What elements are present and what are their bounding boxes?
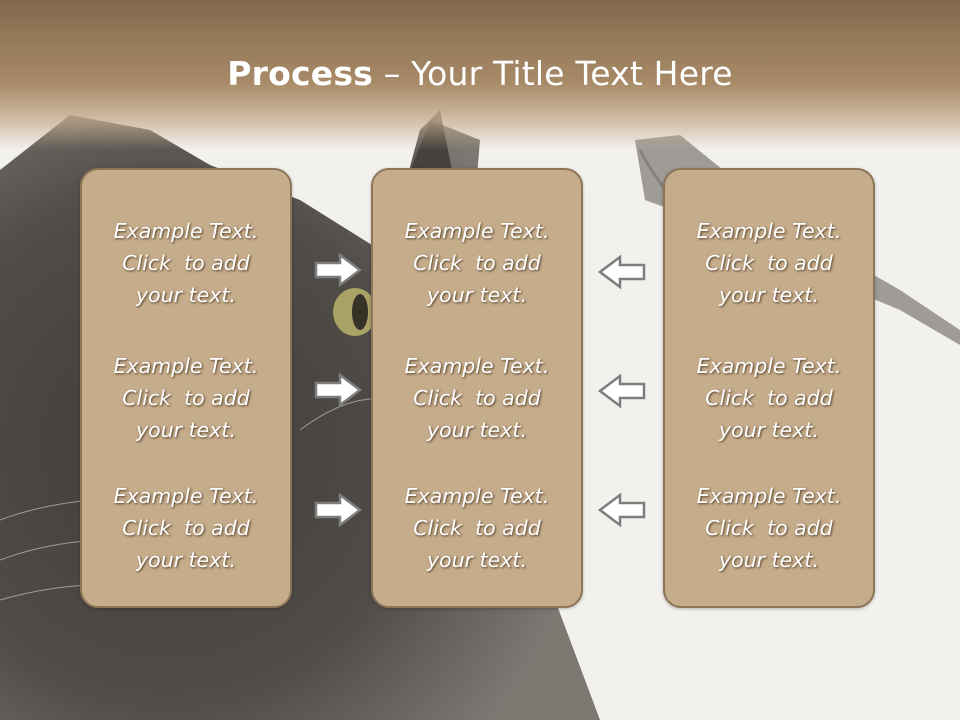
header-band — [0, 0, 960, 150]
right-arrow-icon[interactable] — [314, 493, 362, 527]
text-placeholder[interactable]: Example Text. Click to add your text. — [404, 219, 550, 307]
left-arrow-icon[interactable] — [598, 493, 646, 527]
text-placeholder[interactable]: Example Text. Click to add your text. — [696, 484, 842, 572]
text-placeholder[interactable]: Example Text. Click to add your text. — [696, 354, 842, 442]
right-arrow-icon[interactable] — [314, 253, 362, 287]
slide-title[interactable]: Process – Your Title Text Here — [0, 54, 960, 93]
title-rest: – Your Title Text Here — [373, 54, 733, 93]
text-placeholder[interactable]: Example Text. Click to add your text. — [404, 484, 550, 572]
process-panel-right[interactable]: Example Text. Click to add your text. Ex… — [663, 168, 875, 608]
title-bold: Process — [227, 54, 374, 93]
text-placeholder[interactable]: Example Text. Click to add your text. — [696, 219, 842, 307]
process-panel-center[interactable]: Example Text. Click to add your text. Ex… — [371, 168, 583, 608]
text-placeholder[interactable]: Example Text. Click to add your text. — [113, 484, 259, 572]
left-arrow-icon[interactable] — [598, 374, 646, 408]
text-placeholder[interactable]: Example Text. Click to add your text. — [404, 354, 550, 442]
text-placeholder[interactable]: Example Text. Click to add your text. — [113, 354, 259, 442]
right-arrow-icon[interactable] — [314, 373, 362, 407]
text-placeholder[interactable]: Example Text. Click to add your text. — [113, 219, 259, 307]
process-panel-left[interactable]: Example Text. Click to add your text. Ex… — [80, 168, 292, 608]
left-arrow-icon[interactable] — [598, 255, 646, 289]
